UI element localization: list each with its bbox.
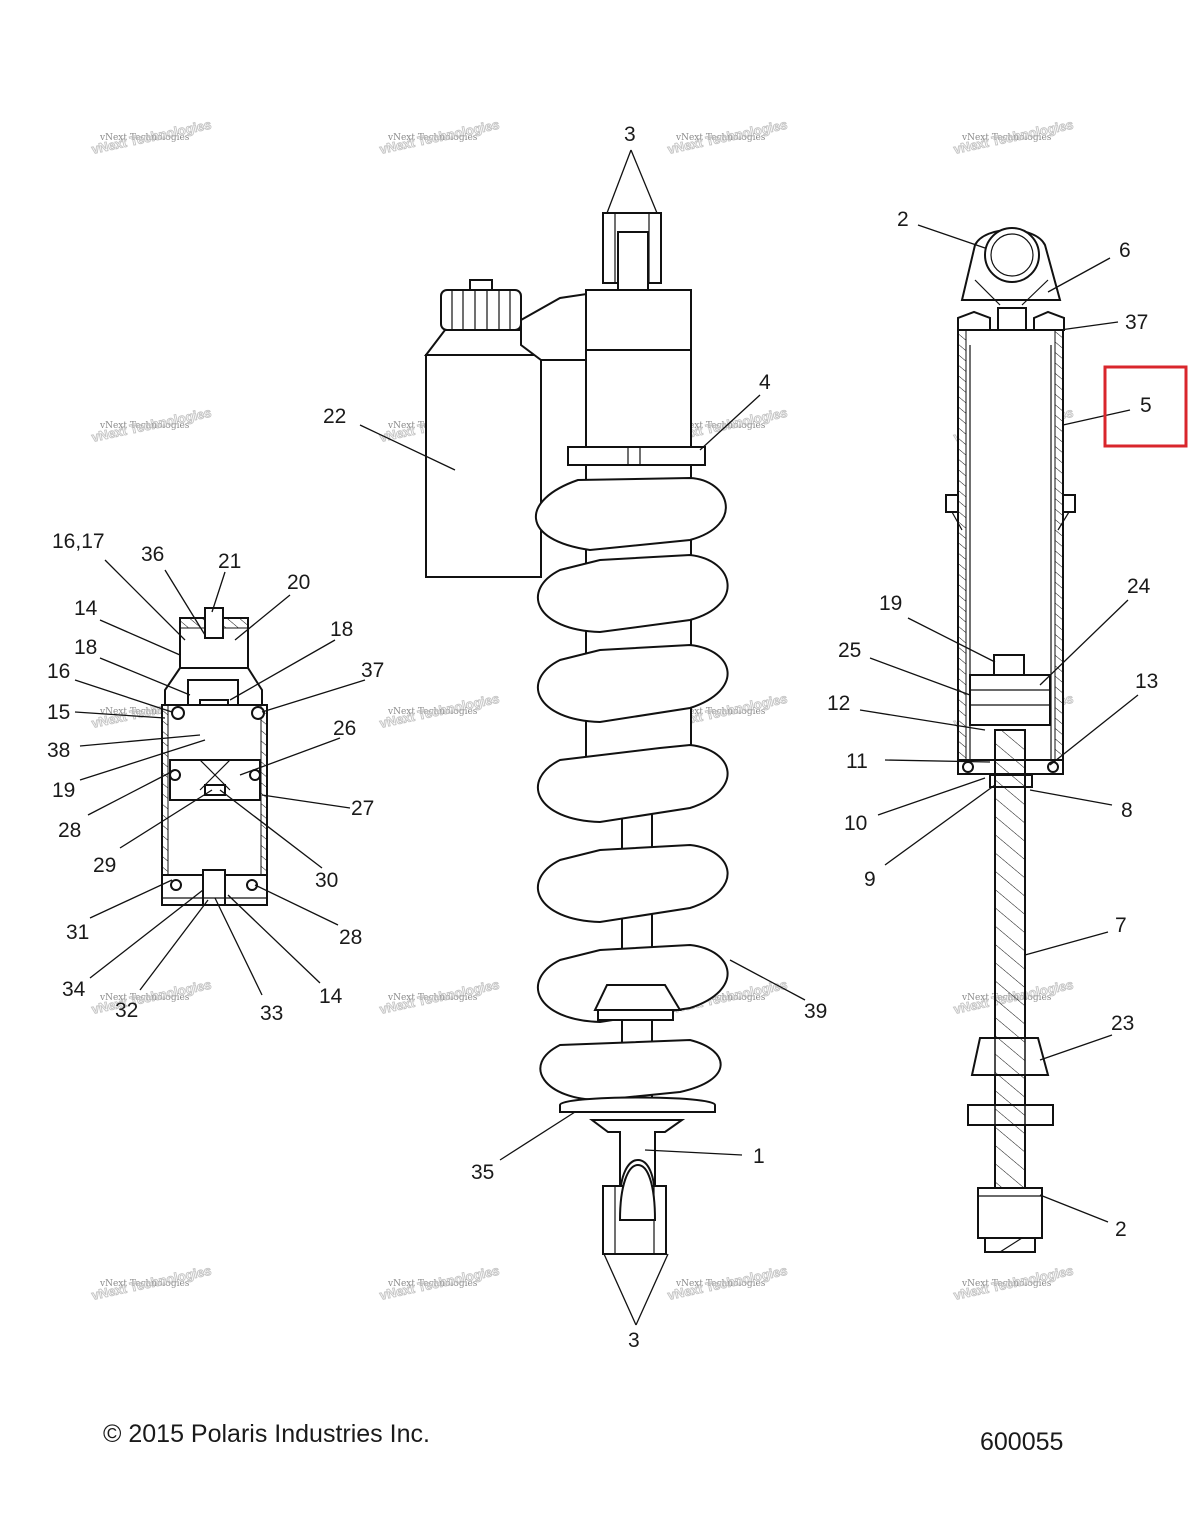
callout-19-left[interactable]: 19 — [52, 779, 75, 802]
watermark: vNext Technologies vNext Technologies — [378, 116, 501, 157]
svg-text:vNext Technologies: vNext Technologies — [387, 133, 478, 143]
piston-nut-19 — [993, 654, 1025, 676]
diagram-number: 600055 — [980, 1428, 1063, 1456]
bump-stop — [593, 984, 682, 1011]
callout-labels: 3 3 1 4 22 35 39 2 6 37 5 24 19 25 12 13… — [47, 123, 1158, 1352]
callout-39[interactable]: 39 — [804, 1000, 827, 1023]
callout-35[interactable]: 35 — [471, 1161, 494, 1184]
watermark: vNext Technologies vNext Technologies — [378, 976, 501, 1017]
callout-20[interactable]: 20 — [287, 571, 310, 594]
callout-18-left[interactable]: 18 — [74, 636, 97, 659]
svg-text:vNext Technologies: vNext Technologies — [675, 421, 766, 431]
watermark: vNext Technologies vNext Technologies — [952, 1262, 1075, 1303]
callout-13[interactable]: 13 — [1135, 670, 1158, 693]
svg-text:vNext Technologies: vNext Technologies — [675, 707, 766, 717]
callout-8[interactable]: 8 — [1121, 799, 1133, 822]
callout-19-right[interactable]: 19 — [879, 592, 902, 615]
callout-5[interactable]: 5 — [1140, 394, 1152, 417]
svg-text:vNext Technologies: vNext Technologies — [675, 1279, 766, 1289]
lower-spring-seat-35 — [559, 1096, 716, 1113]
callout-6[interactable]: 6 — [1119, 239, 1131, 262]
callout-28-left[interactable]: 28 — [58, 819, 81, 842]
callout-28-right[interactable]: 28 — [339, 926, 362, 949]
bearing-2-top — [984, 227, 1040, 283]
reservoir-22 — [425, 354, 542, 578]
callout-24[interactable]: 24 — [1127, 575, 1151, 598]
piston-25 — [969, 674, 1051, 726]
left-reservoir-section — [161, 607, 268, 906]
copyright-text: © 2015 Polaris Industries Inc. — [103, 1420, 430, 1448]
svg-text:vNext Technologies: vNext Technologies — [387, 1279, 478, 1289]
callout-3-top[interactable]: 3 — [624, 123, 636, 146]
callout-7[interactable]: 7 — [1115, 914, 1127, 937]
svg-text:vNext Technologies: vNext Technologies — [961, 1279, 1052, 1289]
callout-32[interactable]: 32 — [115, 999, 138, 1022]
callout-30[interactable]: 30 — [315, 869, 338, 892]
callout-3-bottom[interactable]: 3 — [628, 1329, 640, 1352]
valve-core — [202, 869, 226, 906]
coil-spring-39 — [535, 476, 729, 1102]
callout-27[interactable]: 27 — [351, 797, 374, 820]
callout-1[interactable]: 1 — [753, 1145, 765, 1168]
callout-37-right[interactable]: 37 — [1125, 311, 1148, 334]
callout-29[interactable]: 29 — [93, 854, 116, 877]
svg-text:vNext Technologies: vNext Technologies — [99, 133, 190, 143]
callout-9[interactable]: 9 — [864, 868, 876, 891]
callout-2-top[interactable]: 2 — [897, 208, 909, 231]
watermark: vNext Technologies vNext Technologies — [952, 116, 1075, 157]
callout-16[interactable]: 16 — [47, 660, 70, 683]
watermark: vNext Technologies vNext Technologies — [666, 1262, 789, 1303]
callout-11[interactable]: 11 — [846, 750, 868, 773]
leader-lines — [74, 224, 1139, 1223]
callout-18-right[interactable]: 18 — [330, 618, 353, 641]
preload-collar-4 — [567, 446, 706, 466]
svg-text:vNext Technologies: vNext Technologies — [99, 993, 190, 1003]
callout-38[interactable]: 38 — [47, 739, 70, 762]
watermark: vNext Technologies vNext Technologies — [90, 404, 213, 445]
callout-31[interactable]: 31 — [66, 921, 89, 944]
callout-2-bottom[interactable]: 2 — [1115, 1218, 1127, 1241]
callout-23[interactable]: 23 — [1111, 1012, 1134, 1035]
svg-text:vNext Technologies: vNext Technologies — [99, 707, 190, 717]
center-shock-assembly — [423, 149, 729, 1326]
callout-16-17[interactable]: 16,17 — [52, 530, 105, 553]
callout-34[interactable]: 34 — [62, 978, 86, 1001]
highlight-box-part-5 — [1103, 365, 1188, 448]
watermark: vNext Technologies vNext Technologies — [90, 116, 213, 157]
shock-head — [585, 289, 692, 351]
svg-text:vNext Technologies: vNext Technologies — [99, 421, 190, 431]
watermark: vNext Technologies vNext Technologies — [90, 976, 213, 1017]
callout-21[interactable]: 21 — [218, 550, 241, 573]
callout-25[interactable]: 25 — [838, 639, 861, 662]
right-section-assembly — [945, 227, 1076, 1253]
svg-text:vNext Technologies: vNext Technologies — [961, 133, 1052, 143]
callout-14-bottom[interactable]: 14 — [319, 985, 343, 1008]
watermark: vNext Technologies vNext Technologies — [666, 116, 789, 157]
watermark: vNext Technologies vNext Technologies — [378, 690, 501, 731]
callout-26[interactable]: 26 — [333, 717, 356, 740]
callout-37-left[interactable]: 37 — [361, 659, 384, 682]
svg-text:vNext Technologies: vNext Technologies — [99, 1279, 190, 1289]
watermark: vNext Technologies vNext Technologies — [378, 1262, 501, 1303]
callout-15[interactable]: 15 — [47, 701, 70, 724]
svg-text:vNext Technologies: vNext Technologies — [675, 133, 766, 143]
callout-33[interactable]: 33 — [260, 1002, 283, 1025]
callout-12[interactable]: 12 — [827, 692, 850, 715]
adjuster-knob — [440, 289, 522, 331]
callout-10[interactable]: 10 — [844, 812, 867, 835]
watermark: vNext Technologies vNext Technologies — [90, 1262, 213, 1303]
svg-text:vNext Technologies: vNext Technologies — [387, 707, 478, 717]
callout-4[interactable]: 4 — [759, 371, 771, 394]
callout-22[interactable]: 22 — [323, 405, 346, 428]
svg-text:vNext Technologies: vNext Technologies — [387, 993, 478, 1003]
svg-text:vNext Technologies: vNext Technologies — [675, 993, 766, 1003]
callout-14-top[interactable]: 14 — [74, 597, 98, 620]
callout-36[interactable]: 36 — [141, 543, 164, 566]
